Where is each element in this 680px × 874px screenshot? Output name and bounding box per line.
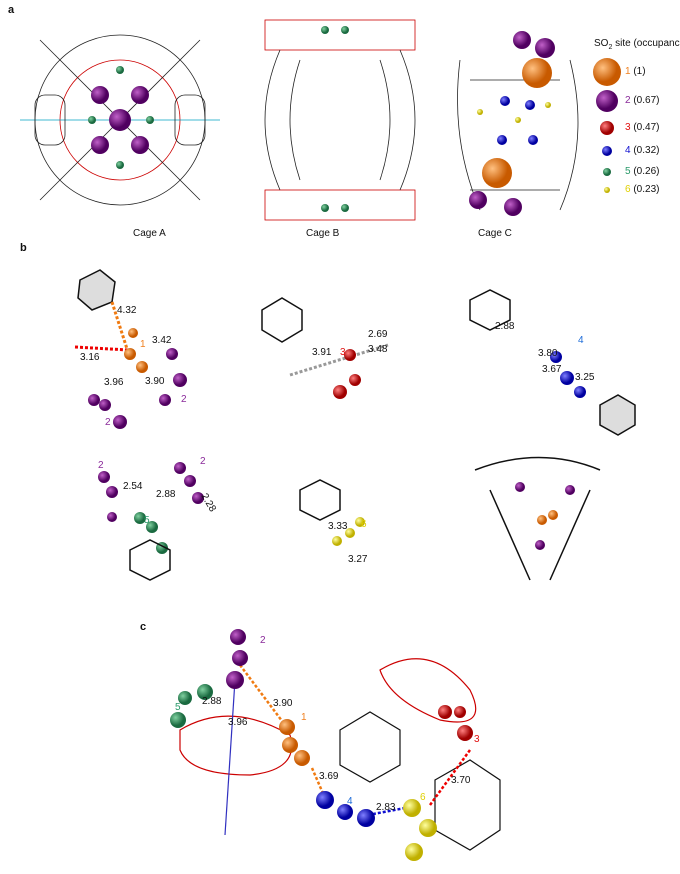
- legend-item-5: 5 (0.26): [625, 166, 660, 177]
- panel-b-structures: [74, 269, 636, 581]
- distance-label: 3.90: [273, 698, 293, 709]
- distance-label: 3.70: [451, 775, 471, 786]
- distance-label: 3.25: [575, 372, 595, 383]
- cage-b-caption: Cage B: [306, 228, 340, 239]
- distance-label: 2.88: [156, 489, 176, 500]
- site-label: 3: [474, 734, 480, 745]
- distance-label: 3.27: [348, 554, 368, 565]
- legend-item-6: 6 (0.23): [625, 184, 660, 195]
- distance-label: 3.48: [368, 344, 388, 355]
- cage-a-structure: [20, 34, 220, 206]
- site-label: 6: [420, 792, 426, 803]
- site-label: 4: [578, 335, 584, 346]
- cage-c-caption: Cage C: [478, 228, 512, 239]
- distance-label: 2.54: [123, 481, 143, 492]
- distance-label: 3.42: [152, 335, 172, 346]
- distance-label: 3.80: [538, 348, 558, 359]
- site-label: 2: [260, 635, 266, 646]
- panel-label-a: a: [8, 4, 15, 16]
- distance-label: 3.90: [145, 376, 165, 387]
- panel-label-b: b: [20, 242, 27, 254]
- panel-label-c: c: [140, 621, 147, 633]
- cage-b-structure: [264, 19, 416, 221]
- distance-label: 3.33: [328, 521, 348, 532]
- distance-label: 3.69: [319, 771, 339, 782]
- panel-c-structure: [170, 629, 501, 861]
- site-label: 1: [140, 339, 146, 350]
- distance-label: 3.16: [80, 352, 100, 363]
- cage-a-caption: Cage A: [133, 228, 166, 239]
- site-label: 2: [200, 456, 206, 467]
- legend-spheres: [593, 58, 621, 193]
- distance-label: 4.32: [117, 305, 137, 316]
- cage-c-structure: [457, 31, 579, 216]
- legend-item-3: 3 (0.47): [625, 122, 660, 133]
- distance-label: 2.69: [368, 329, 388, 340]
- site-label: 2: [181, 394, 187, 405]
- legend-item-2: 2 (0.67): [625, 95, 660, 106]
- site-label: 1: [301, 712, 307, 723]
- legend-item-4: 4 (0.32): [625, 145, 660, 156]
- distance-label: 2.83: [376, 802, 396, 813]
- site-label: 2: [105, 417, 111, 428]
- site-label: 2: [98, 460, 104, 471]
- distance-label: 3.96: [104, 377, 124, 388]
- legend-item-1: 1 (1): [625, 66, 646, 77]
- site-label: 5: [144, 515, 150, 526]
- site-label: 3: [340, 347, 346, 358]
- distance-label: 3.96: [228, 717, 248, 728]
- legend-title: SO2 site (occupanc: [594, 38, 680, 51]
- site-label: 4: [347, 796, 353, 807]
- distance-label: 2.88: [495, 321, 515, 332]
- site-label: 6: [361, 519, 367, 530]
- site-label: 5: [175, 702, 181, 713]
- distance-label: 3.91: [312, 347, 332, 358]
- distance-label: 3.67: [542, 364, 562, 375]
- distance-label: 2.88: [202, 696, 222, 707]
